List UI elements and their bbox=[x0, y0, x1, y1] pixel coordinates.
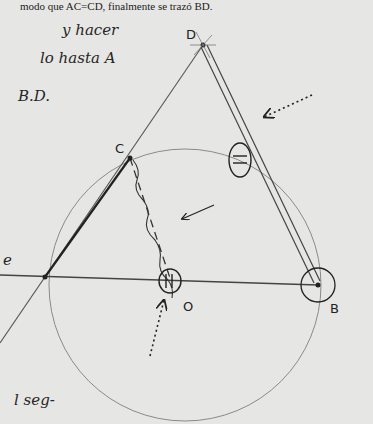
segment-ac bbox=[45, 158, 130, 277]
handwritten-note: e bbox=[3, 252, 12, 269]
circled-mark bbox=[229, 143, 251, 177]
point-label: C bbox=[115, 142, 124, 156]
handwritten-note: y hacer bbox=[62, 22, 118, 39]
handwritten-note: lo hasta A bbox=[40, 50, 115, 67]
line-ad bbox=[0, 45, 203, 343]
pointer-arrow bbox=[150, 300, 164, 356]
tick-mark bbox=[165, 274, 166, 288]
point-label: O bbox=[183, 300, 193, 314]
pointer-arrow bbox=[182, 205, 214, 219]
tick-mark bbox=[233, 155, 247, 156]
segment-co bbox=[130, 158, 170, 278]
point bbox=[316, 283, 321, 288]
point-label: D bbox=[186, 28, 196, 42]
segment-db bbox=[207, 45, 320, 281]
wavy-mark bbox=[133, 160, 173, 298]
tick-mark bbox=[233, 162, 247, 163]
point bbox=[128, 156, 133, 161]
point bbox=[43, 275, 48, 280]
handwritten-note: B.D. bbox=[18, 88, 50, 105]
tick-mark bbox=[171, 274, 172, 288]
circled-mark bbox=[159, 269, 181, 293]
segment-db bbox=[201, 47, 314, 283]
circle bbox=[49, 149, 321, 421]
circled-point bbox=[301, 268, 335, 302]
pointer-arrow bbox=[264, 95, 312, 117]
printed-text: modo que AC=CD, finalmente se trazó BD. bbox=[20, 0, 213, 12]
point-label: B bbox=[330, 302, 339, 316]
handwritten-note: l seg- bbox=[14, 392, 55, 409]
